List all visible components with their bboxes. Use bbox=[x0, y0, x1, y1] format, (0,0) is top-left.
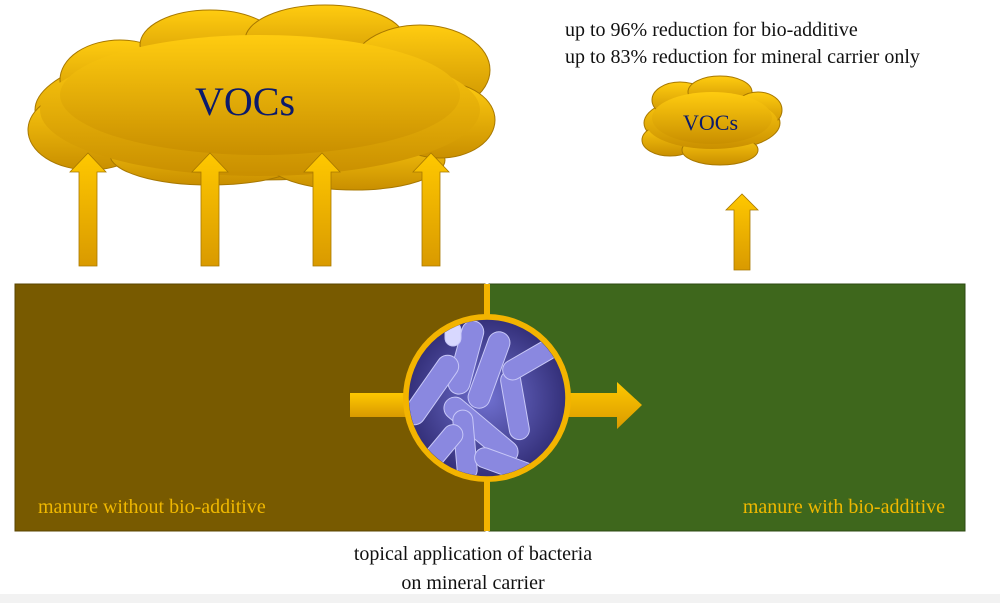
small-voc-cloud bbox=[641, 75, 783, 166]
bottom-strip bbox=[0, 594, 1000, 603]
up-arrow-4 bbox=[412, 152, 450, 267]
large-voc-label: VOCs bbox=[195, 79, 296, 124]
small-voc-label: VOCs bbox=[683, 110, 739, 135]
bacteria-image bbox=[403, 314, 571, 482]
up-arrow-1 bbox=[69, 152, 107, 267]
caption-line-1: topical application of bacteria bbox=[353, 543, 593, 565]
process-arrow bbox=[350, 382, 642, 429]
caption-line-2: on mineral carrier bbox=[401, 572, 545, 594]
up-arrow-3 bbox=[303, 152, 341, 267]
reduction-mineral-carrier-text: up to 83% reduction for mineral carrier … bbox=[565, 46, 920, 68]
large-voc-cloud bbox=[27, 4, 496, 191]
up-arrow-small bbox=[725, 193, 759, 271]
emission-arrows bbox=[69, 152, 759, 271]
reduction-bio-additive-text: up to 96% reduction for bio-additive bbox=[565, 19, 858, 41]
up-arrow-2 bbox=[191, 152, 229, 267]
right-panel-label: manure with bio-additive bbox=[742, 496, 945, 518]
left-panel-label: manure without bio-additive bbox=[38, 496, 266, 518]
